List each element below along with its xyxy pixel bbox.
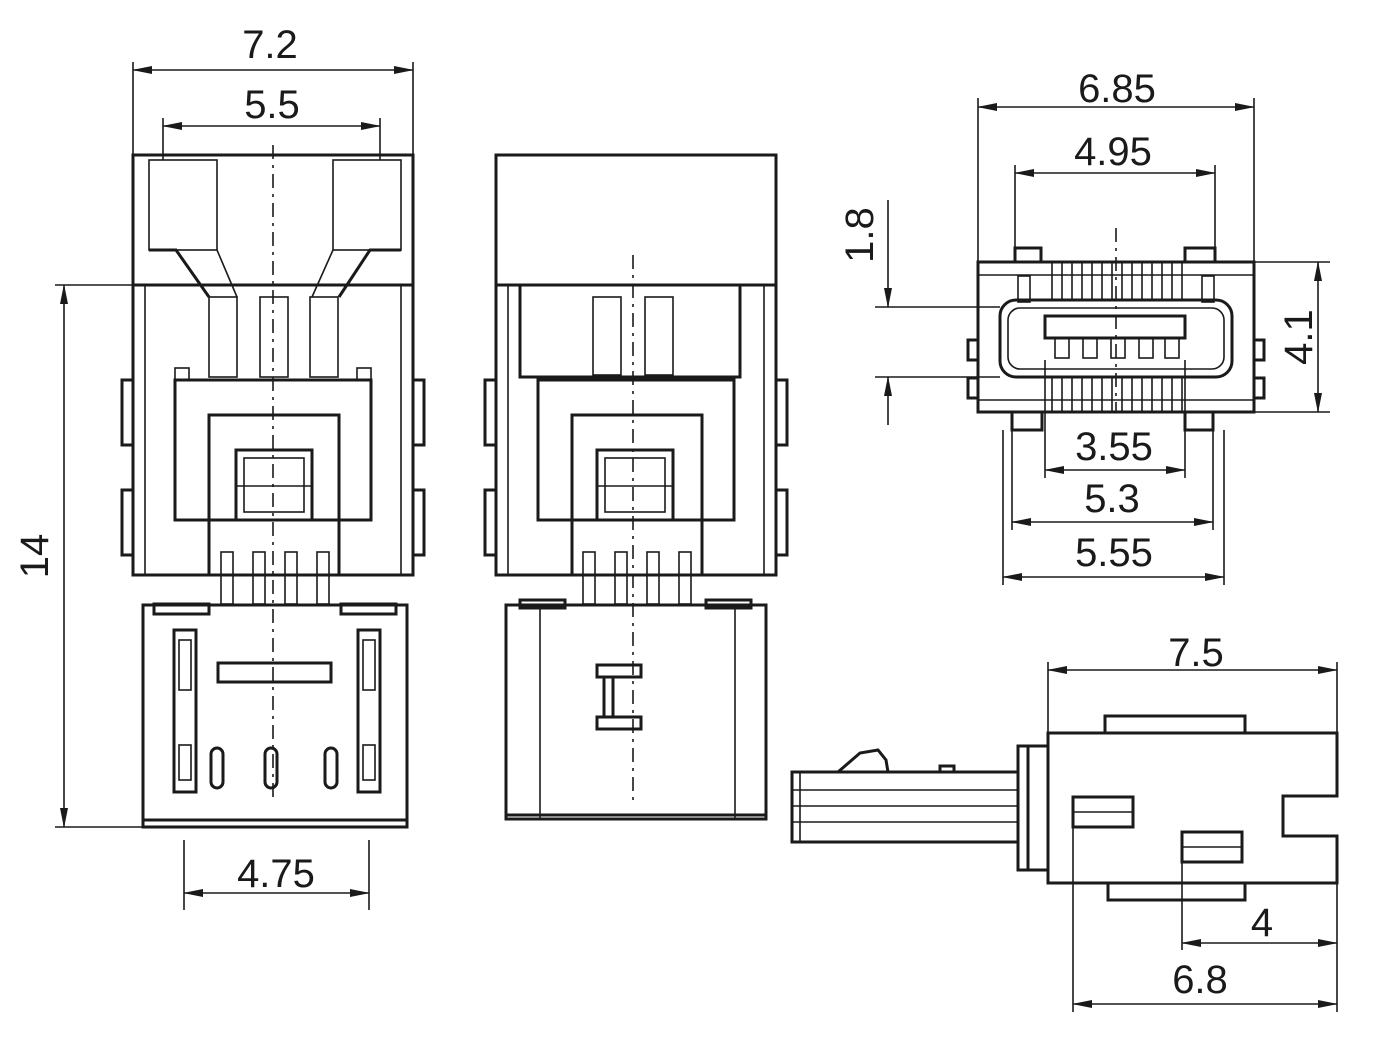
- dim-end-width-inner: 4.95: [1074, 130, 1152, 174]
- dim-end-pin-span: 3.55: [1075, 425, 1153, 469]
- side-view: [790, 714, 1339, 902]
- dim-front-bottom-width: 4.75: [237, 852, 315, 896]
- dim-front-height: 14: [13, 534, 57, 579]
- dim-front-width-outer: 7.2: [242, 23, 298, 67]
- dim-end-base-width: 5.55: [1075, 531, 1153, 575]
- front-dimensions: 7.2 5.5 14 4.75: [13, 23, 414, 910]
- dim-side-base-length: 6.8: [1172, 958, 1228, 1002]
- dim-end-width-outer: 6.85: [1078, 67, 1156, 111]
- dim-front-width-inner: 5.5: [244, 83, 300, 127]
- dim-end-offset: 1.8: [838, 207, 882, 263]
- end-view: [966, 228, 1266, 432]
- end-dimensions: 6.85 4.95 1.8 4.1 3.55 5.3 5.55: [838, 67, 1330, 585]
- dim-side-length: 7.5: [1168, 631, 1224, 675]
- side-dimensions: 7.5 4 6.8: [1047, 631, 1338, 1012]
- rear-view: [483, 153, 789, 821]
- dim-end-foot-span: 5.3: [1084, 477, 1140, 521]
- front-view: [120, 145, 426, 829]
- dim-side-hole-offset: 4: [1251, 901, 1273, 945]
- dim-end-height: 4.1: [1277, 309, 1321, 365]
